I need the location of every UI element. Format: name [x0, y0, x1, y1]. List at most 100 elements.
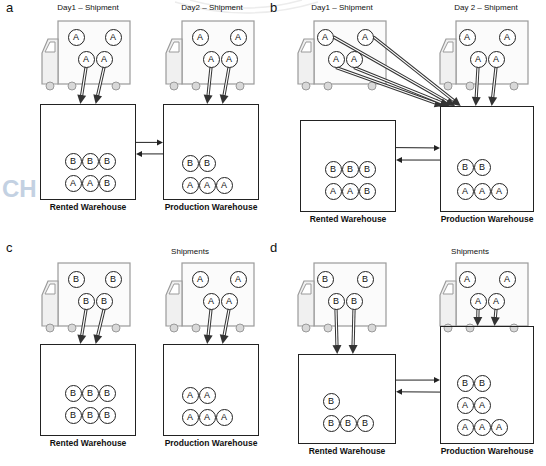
- connector-line: [224, 68, 229, 99]
- warehouse-box: Production WarehouseBBAAA: [163, 104, 259, 200]
- item-circle: A: [221, 51, 238, 68]
- circle-shape: [457, 183, 473, 199]
- connector-line: [336, 68, 438, 104]
- connector-line: [224, 310, 229, 339]
- circle-shape: [65, 153, 81, 169]
- connector-inner: [355, 68, 441, 103]
- item-circle: B: [65, 407, 82, 424]
- arrow-head: [220, 334, 229, 344]
- shipment-heading: Day1 – Shipment: [57, 4, 118, 13]
- circle-shape: [328, 51, 344, 67]
- item-letter: B: [457, 375, 474, 392]
- warehouse-box: Rented WarehouseBBBAAB: [40, 104, 136, 200]
- flow-arrow: [77, 68, 86, 105]
- item-circle: A: [470, 51, 487, 68]
- item-circle: A: [491, 183, 508, 200]
- warehouse-label: Rented Warehouse: [309, 446, 386, 456]
- item-circle: A: [68, 29, 85, 46]
- circle-shape: [459, 29, 475, 45]
- item-circle: B: [99, 407, 116, 424]
- arrow-head: [451, 97, 461, 106]
- item-letter: B: [96, 293, 113, 310]
- item-letter: B: [65, 153, 82, 170]
- warehouse-label: Production Warehouse: [165, 202, 258, 212]
- item-circle: A: [491, 419, 508, 436]
- item-letter: A: [182, 387, 199, 404]
- item-circle: B: [359, 161, 376, 178]
- item-letter: A: [216, 177, 233, 194]
- item-letter: B: [325, 161, 342, 178]
- shipment-heading: Day1 – Shipment: [311, 4, 372, 13]
- circle-shape: [457, 397, 473, 413]
- item-circle: A: [474, 419, 491, 436]
- item-circle: A: [470, 293, 487, 310]
- item-circle: A: [328, 51, 345, 68]
- item-letter: A: [192, 29, 209, 46]
- flow-arrow: [396, 145, 440, 151]
- item-circle: A: [182, 177, 199, 194]
- circle-shape: [82, 153, 98, 169]
- warehouse-label: Rented Warehouse: [310, 214, 387, 224]
- circle-shape: [323, 393, 339, 409]
- panel-letter: c: [6, 241, 13, 255]
- arrow-head: [77, 94, 86, 104]
- circle-shape: [499, 271, 515, 287]
- flow-arrow: [396, 157, 440, 163]
- item-letter: A: [346, 51, 363, 68]
- item-circle: B: [99, 153, 116, 170]
- connector-line: [334, 37, 450, 103]
- item-letter: A: [182, 409, 199, 426]
- warehouse-label: Production Warehouse: [165, 438, 258, 448]
- item-letter: A: [357, 29, 374, 46]
- item-letter: B: [105, 271, 122, 288]
- arrow-head: [396, 157, 402, 163]
- item-letter: B: [99, 385, 116, 402]
- item-circle: A: [182, 387, 199, 404]
- circle-shape: [99, 385, 115, 401]
- warehouse-box: Production WarehouseBBAAAAA: [440, 326, 534, 444]
- connector-inner: [98, 310, 104, 335]
- connector-line: [208, 68, 211, 99]
- arrow-head: [472, 97, 481, 106]
- item-circle: A: [199, 409, 216, 426]
- truck: [298, 263, 386, 332]
- item-letter: B: [346, 293, 363, 310]
- truck: [42, 21, 130, 90]
- connector-line: [476, 68, 478, 101]
- circle-shape: [470, 51, 486, 67]
- arrow-head: [204, 95, 213, 104]
- item-circle: A: [199, 177, 216, 194]
- item-circle: A: [474, 397, 491, 414]
- item-letter: A: [499, 271, 516, 288]
- arrow-head: [473, 317, 482, 326]
- item-letter: A: [488, 293, 505, 310]
- connector-line: [396, 380, 437, 381]
- item-circle: A: [203, 293, 220, 310]
- item-circle: B: [457, 375, 474, 392]
- circle-shape: [317, 271, 333, 287]
- item-circle: A: [216, 409, 233, 426]
- item-letter: B: [474, 159, 491, 176]
- circle-shape: [342, 183, 358, 199]
- item-circle: A: [216, 177, 233, 194]
- arrow-head: [332, 345, 341, 354]
- item-circle: A: [221, 293, 238, 310]
- circle-shape: [105, 271, 121, 287]
- item-letter: A: [474, 419, 491, 436]
- item-letter: A: [459, 271, 476, 288]
- item-circle: B: [199, 155, 216, 172]
- circle-shape: [65, 385, 81, 401]
- item-letter: A: [216, 409, 233, 426]
- shipment-heading: Day2 – Shipment: [181, 4, 242, 13]
- arrow-head: [93, 94, 102, 104]
- circle-shape: [199, 177, 215, 193]
- item-circle: A: [499, 29, 516, 46]
- item-letter: B: [323, 393, 340, 410]
- connector-inner: [82, 310, 86, 335]
- circle-shape: [78, 51, 94, 67]
- item-letter: B: [357, 415, 374, 432]
- item-letter: A: [199, 177, 216, 194]
- connector-line: [81, 310, 86, 339]
- circle-shape: [78, 293, 94, 309]
